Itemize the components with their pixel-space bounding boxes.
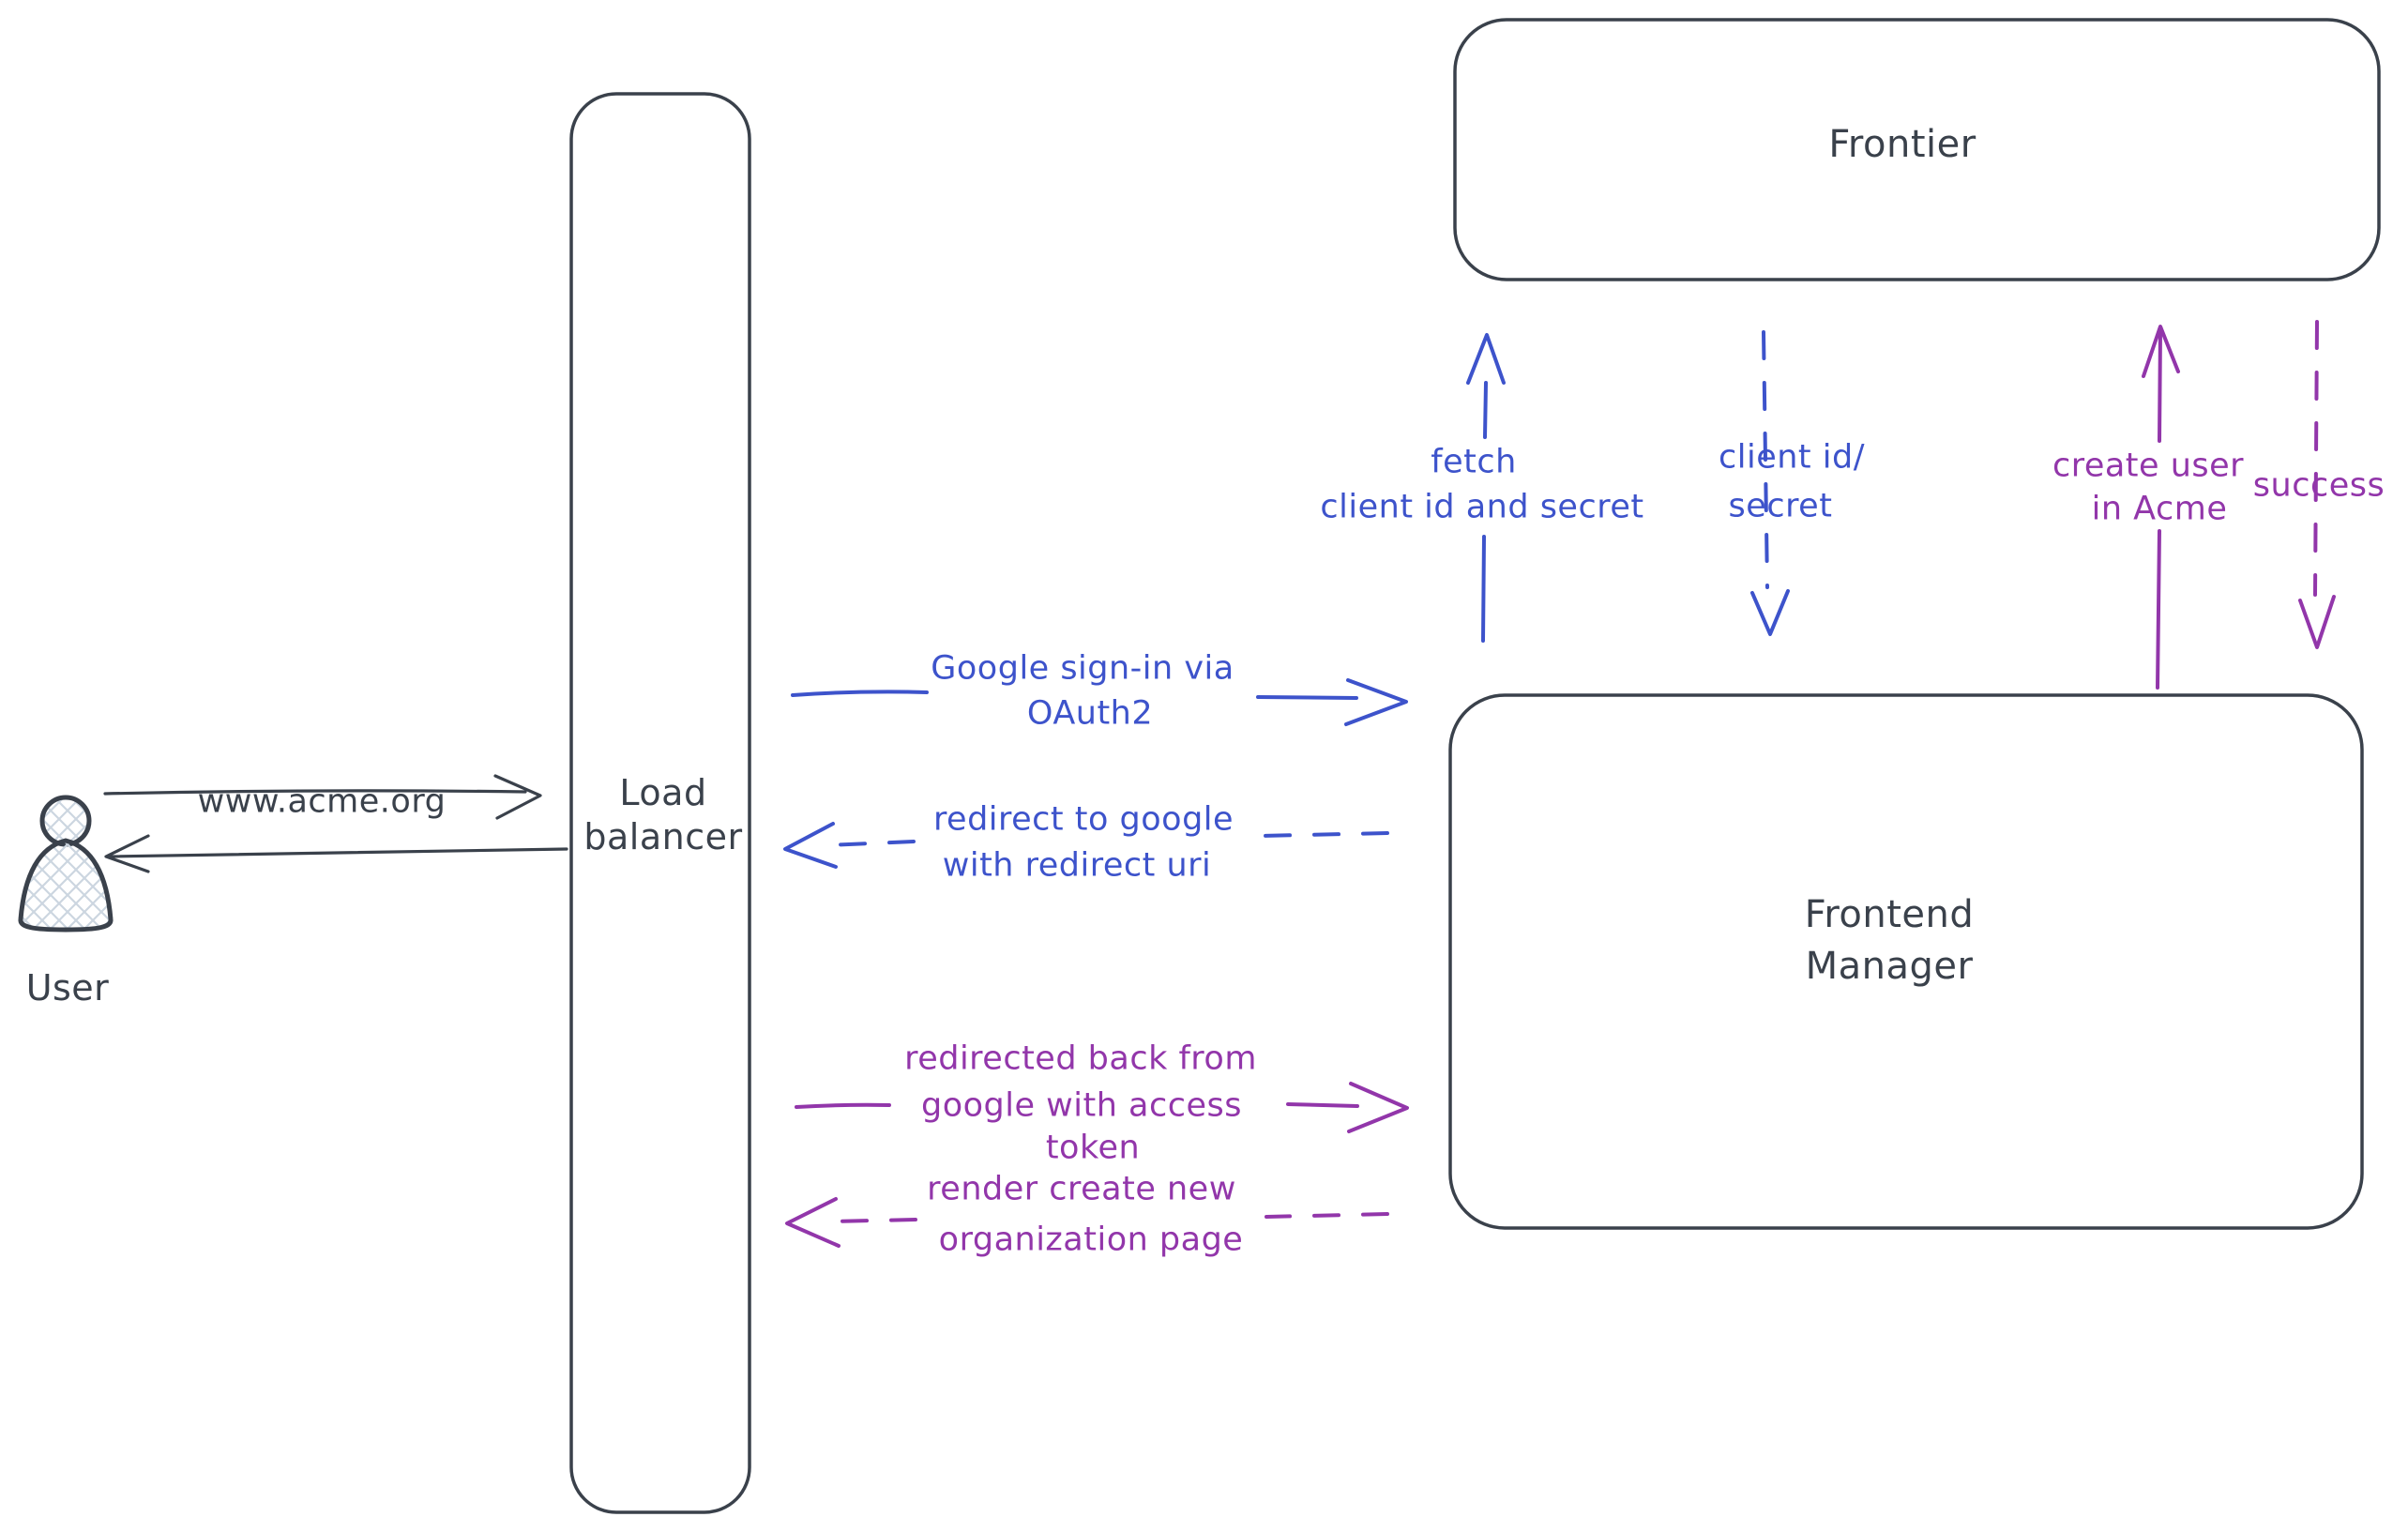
message-redirected-back-line2: google with access (921, 1086, 1242, 1125)
load-balancer-box (569, 92, 751, 1514)
arrow-create-user (2142, 325, 2180, 690)
message-fetch-client-line1: fetch (1431, 443, 1517, 481)
frontier-label: Frontier (1828, 123, 1976, 166)
message-google-signin-line2: OAuth2 (1026, 694, 1154, 733)
user-figure (18, 795, 114, 933)
message-fetch-client-line2: client id and secret (1320, 488, 1644, 526)
arrowhead-down (1750, 589, 1790, 636)
arrowhead-left (785, 1197, 841, 1248)
arrow-redirected-back (795, 1082, 1409, 1133)
message-create-user-line1: create user (2052, 447, 2245, 485)
arrow-google-signin (791, 678, 1408, 726)
message-redirected-back-line1: redirected back from (904, 1039, 1257, 1078)
arrowhead-up (2142, 325, 2180, 378)
load-balancer-label-line2: balancer (583, 816, 743, 857)
message-client-id-secret-line2: secret (1728, 487, 1833, 525)
arrow-fetch-client (1466, 333, 1506, 643)
arrowhead-left (104, 834, 150, 873)
message-render-org-page-line2: organization page (938, 1221, 1244, 1259)
frontier-box (1453, 18, 2381, 281)
arrow-client-id-secret (1750, 330, 1790, 636)
arrow-success (2298, 320, 2336, 649)
arrowhead-right (493, 774, 542, 820)
user-head (39, 795, 92, 847)
message-render-org-page-line1: render create new (927, 1170, 1236, 1208)
arrowhead-down (2298, 595, 2336, 649)
frontend-manager-label-line1: Frontend (1804, 893, 1975, 936)
message-redirected-back-line3: token (1045, 1129, 1141, 1167)
load-balancer-label-line1: Load (619, 772, 707, 813)
user-body (18, 838, 114, 933)
message-www-acme: www.acme.org (197, 782, 447, 821)
frontend-manager-box (1448, 693, 2364, 1230)
arrowhead-right (1347, 1082, 1409, 1133)
user-label: User (25, 967, 110, 1009)
arrow-lb-to-user (104, 834, 568, 873)
message-redirect-google-line2: with redirect uri (942, 846, 1212, 885)
message-create-user-line2: in Acme (2091, 490, 2228, 528)
arrowhead-left (783, 822, 838, 869)
message-redirect-google-line1: redirect to google (932, 800, 1234, 839)
message-google-signin-line1: Google sign-in via (931, 649, 1234, 688)
arrow-render-org-page (785, 1197, 1389, 1248)
message-client-id-secret-line1: client id/ (1719, 438, 1865, 477)
arrow-redirect-google (783, 822, 1389, 869)
arrow-user-to-lb (103, 774, 542, 820)
frontend-manager-label-line2: Manager (1805, 945, 1974, 988)
message-success: success (2252, 466, 2385, 505)
arrowhead-right (1344, 678, 1408, 726)
arrowhead-up (1466, 333, 1506, 385)
